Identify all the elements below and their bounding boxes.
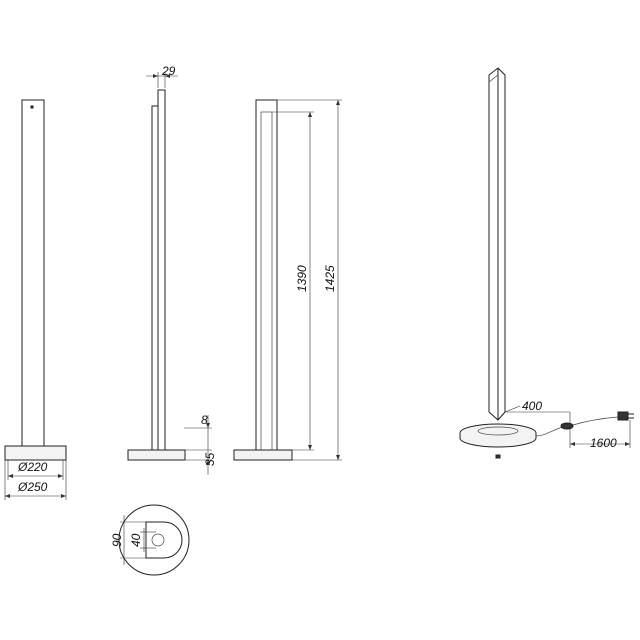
foot-switch <box>560 422 574 430</box>
front-view-column <box>21 99 45 447</box>
perspective-view: 400 1600 <box>459 67 634 459</box>
dim-base-height: 35 <box>203 452 217 466</box>
dim-light-height: 1390 <box>295 265 309 292</box>
dim-switch-cable: 400 <box>522 399 542 413</box>
dim-column-depth: 29 <box>161 64 176 78</box>
dim-slot-width: 8 <box>201 413 208 427</box>
frame-view: 1390 1425 <box>233 99 342 461</box>
cable-to-switch <box>535 426 564 437</box>
dim-power-cable: 1600 <box>590 436 617 450</box>
front-view-sensor <box>30 105 34 109</box>
side-view-column-rear <box>157 89 166 451</box>
dim-total-height: 1425 <box>323 265 337 292</box>
dim-cutout-inner: 40 <box>129 533 143 547</box>
perspective-column <box>488 67 506 421</box>
frame-view-base <box>233 449 293 461</box>
side-view: 29 8 35 90 40 <box>110 64 217 576</box>
base-cutout <box>145 521 183 559</box>
screw-detail <box>495 454 501 459</box>
side-view-column-front <box>151 105 159 451</box>
dim-cutout-outer: 90 <box>110 533 124 547</box>
power-plug <box>617 411 629 421</box>
base-disc <box>118 504 190 576</box>
front-view: Ø220 Ø250 <box>4 99 67 500</box>
frame-view-outer <box>255 99 278 451</box>
side-view-base <box>127 449 186 461</box>
dim-base-outer-diameter: Ø250 <box>17 480 48 494</box>
frame-view-slot <box>260 111 273 451</box>
front-view-base <box>4 445 67 461</box>
base-bottom-view: 90 40 <box>110 504 190 576</box>
dim-base-inner-diameter: Ø220 <box>17 460 48 474</box>
cable-to-plug <box>572 416 619 426</box>
perspective-base-side <box>459 433 537 448</box>
